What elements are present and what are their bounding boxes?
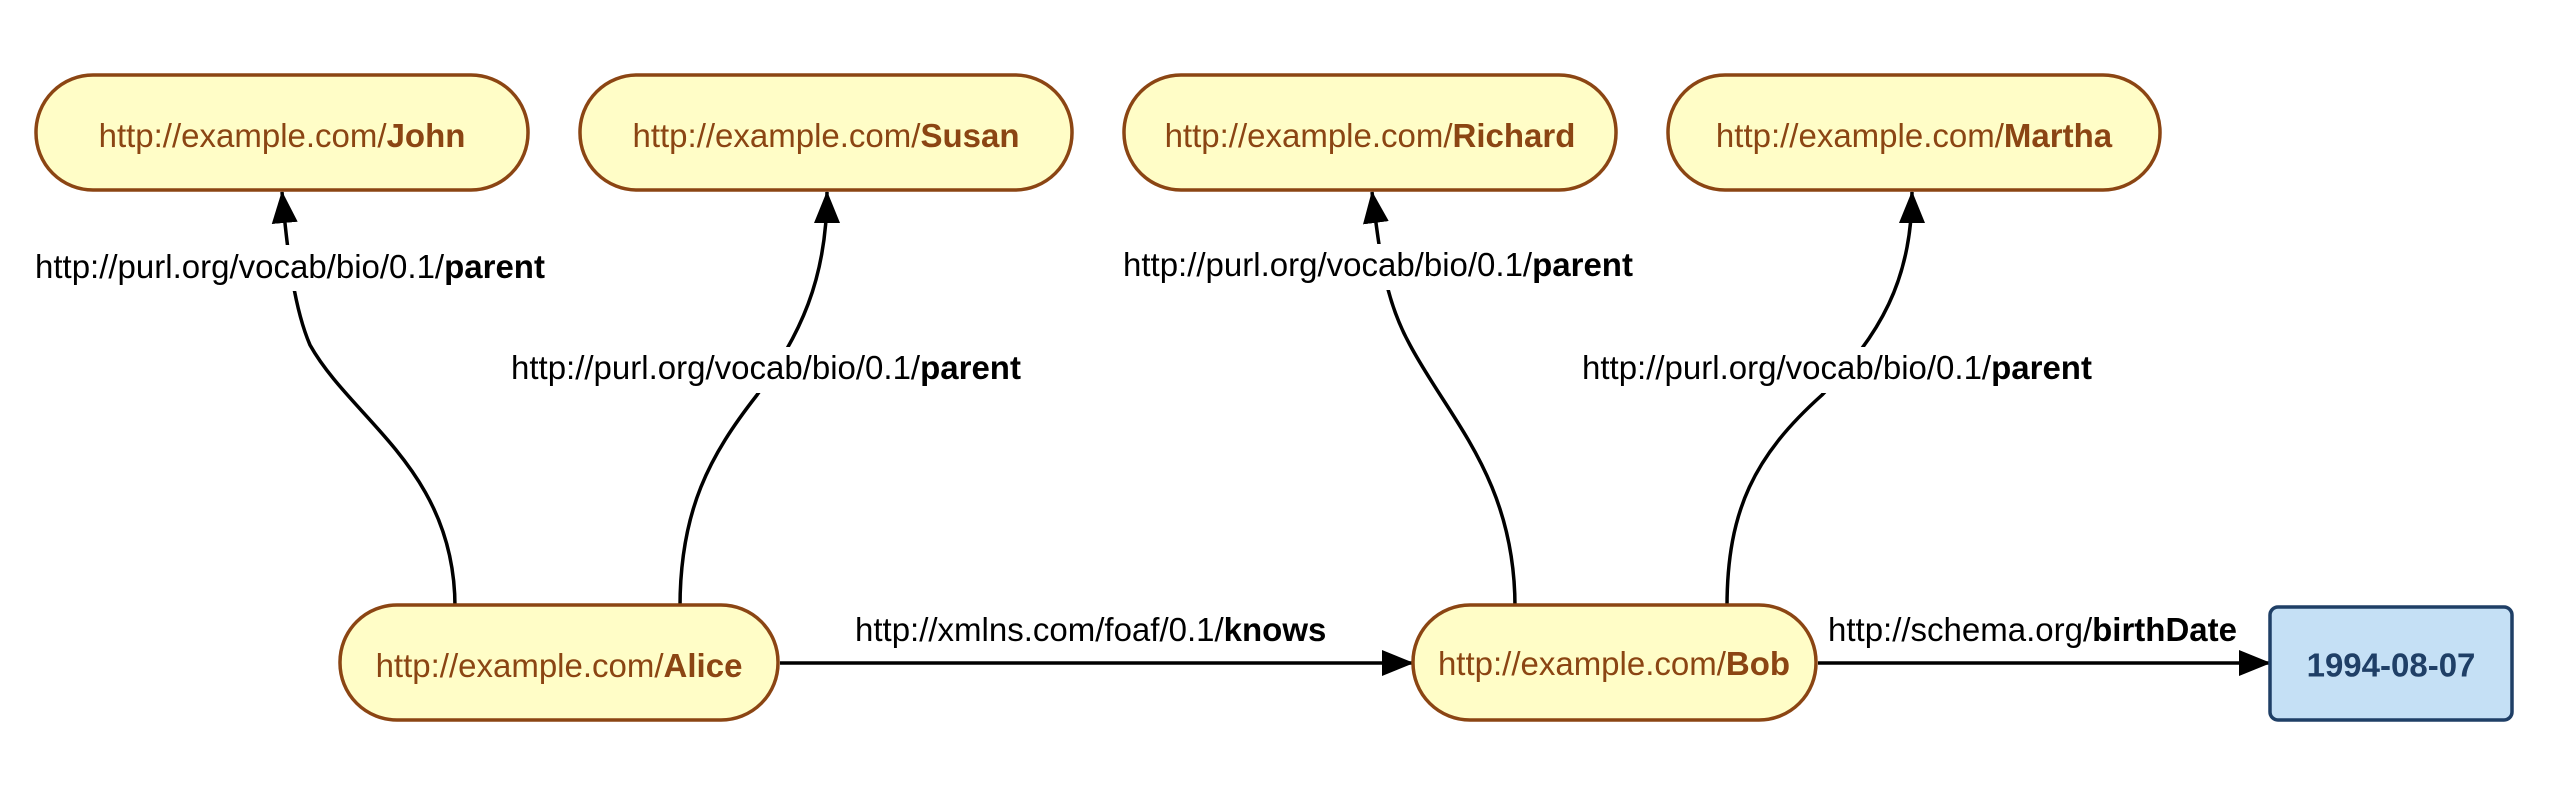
edge-label-prefix: http://purl.org/vocab/bio/0.1/ bbox=[1123, 246, 1533, 283]
edge-label-alice-john: http://purl.org/vocab/bio/0.1/parent bbox=[35, 248, 545, 285]
node-label-prefix: http://example.com/ bbox=[1165, 117, 1454, 154]
node-susan[interactable]: http://example.com/Susan bbox=[578, 73, 1074, 192]
node-label-local: Alice bbox=[664, 647, 743, 684]
node-label-local: Richard bbox=[1453, 117, 1576, 154]
edge-alice-parent-susan bbox=[678, 191, 840, 608]
node-label: http://example.com/Bob bbox=[1438, 645, 1790, 682]
node-birthdate-literal[interactable]: 1994-08-07 bbox=[2268, 605, 2514, 722]
node-label-prefix: http://example.com/ bbox=[99, 117, 388, 154]
edge-label-local: parent bbox=[444, 248, 545, 285]
edge-label-local: knows bbox=[1224, 611, 1327, 648]
node-label-prefix: http://example.com/ bbox=[632, 117, 921, 154]
node-label-local: Susan bbox=[920, 117, 1019, 154]
node-label-local: John bbox=[387, 117, 466, 154]
edge-label-prefix: http://purl.org/vocab/bio/0.1/ bbox=[511, 349, 921, 386]
edge-label-prefix: http://purl.org/vocab/bio/0.1/ bbox=[1582, 349, 1992, 386]
node-bob[interactable]: http://example.com/Bob bbox=[1411, 603, 1818, 722]
edge-label-local: birthDate bbox=[2092, 611, 2237, 648]
node-label: http://example.com/John bbox=[99, 117, 466, 154]
node-label: http://example.com/Martha bbox=[1716, 117, 2113, 154]
literal-value: 1994-08-07 bbox=[2307, 647, 2476, 684]
edge-label-local: parent bbox=[1532, 246, 1633, 283]
node-john[interactable]: http://example.com/John bbox=[34, 73, 530, 192]
node-label-prefix: http://example.com/ bbox=[376, 647, 665, 684]
node-label-local: Martha bbox=[2004, 117, 2113, 154]
edge-label-local: parent bbox=[1991, 349, 2092, 386]
node-alice[interactable]: http://example.com/Alice bbox=[338, 603, 780, 722]
node-label: http://example.com/Richard bbox=[1165, 117, 1576, 154]
edge-bob-parent-martha bbox=[1725, 191, 1925, 608]
edge-label-prefix: http://xmlns.com/foaf/0.1/ bbox=[855, 611, 1224, 648]
nodes-layer: http://example.com/John http://example.c… bbox=[34, 73, 2514, 722]
edge-label-bob-martha: http://purl.org/vocab/bio/0.1/parent bbox=[1582, 349, 2092, 386]
node-label-local: Bob bbox=[1726, 645, 1790, 682]
edge-label-prefix: http://schema.org/ bbox=[1828, 611, 2093, 648]
edge-labels-layer: http://purl.org/vocab/bio/0.1/parent htt… bbox=[30, 244, 2237, 648]
node-label-prefix: http://example.com/ bbox=[1438, 645, 1727, 682]
edge-label-bob-birthdate: http://schema.org/birthDate bbox=[1828, 611, 2237, 648]
node-label: http://example.com/Susan bbox=[632, 117, 1019, 154]
edge-label-alice-susan: http://purl.org/vocab/bio/0.1/parent bbox=[511, 349, 1021, 386]
node-label-prefix: http://example.com/ bbox=[1716, 117, 2005, 154]
node-richard[interactable]: http://example.com/Richard bbox=[1122, 73, 1618, 192]
edge-label-prefix: http://purl.org/vocab/bio/0.1/ bbox=[35, 248, 445, 285]
node-martha[interactable]: http://example.com/Martha bbox=[1666, 73, 2162, 192]
edge-label-alice-bob: http://xmlns.com/foaf/0.1/knows bbox=[855, 611, 1326, 648]
node-label: http://example.com/Alice bbox=[376, 647, 743, 684]
edge-label-bob-richard: http://purl.org/vocab/bio/0.1/parent bbox=[1123, 246, 1633, 283]
edge-label-local: parent bbox=[920, 349, 1021, 386]
